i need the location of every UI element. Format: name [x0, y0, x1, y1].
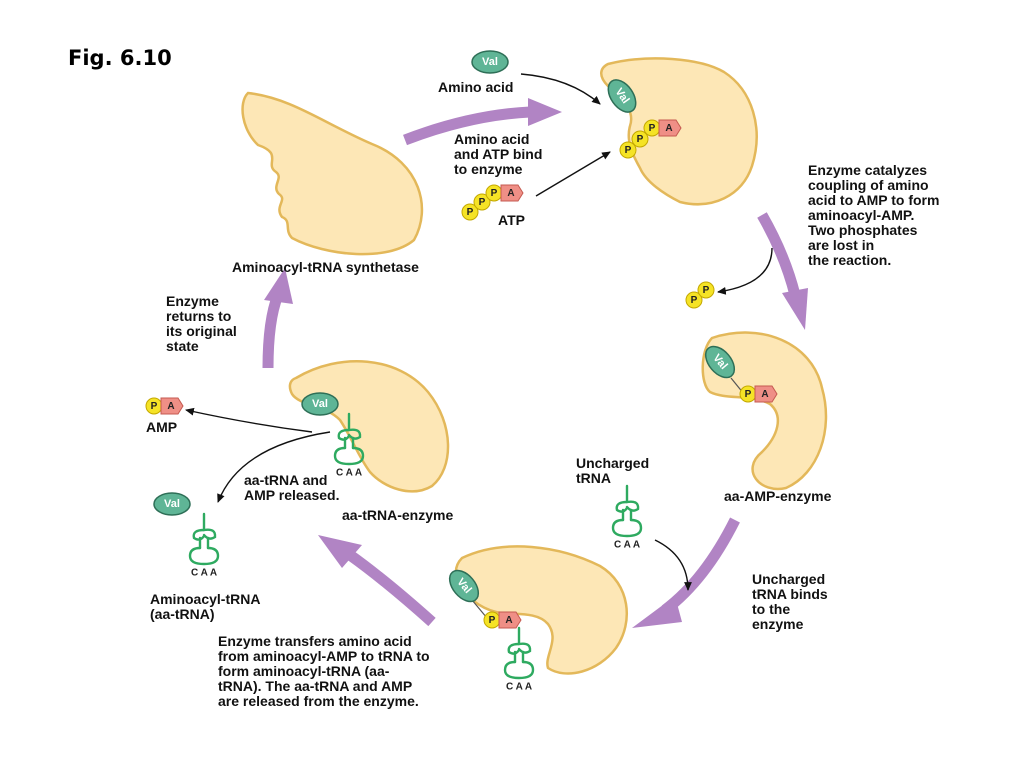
label-synthetase: Aminoacyl-tRNA synthetase [232, 259, 419, 275]
aa-amp-phosphate: P [739, 385, 757, 403]
bound-phosphate-3: P [643, 119, 661, 137]
transfer-adenosine: A [498, 611, 522, 629]
phosphate-label: P [703, 285, 710, 296]
label-uncharged-binds: Uncharged tRNA binds to the enzyme [752, 571, 828, 632]
uncharged-trna-molecule [611, 484, 643, 538]
bound-phosphate-2: P [631, 130, 649, 148]
adenosine-label: A [507, 188, 514, 199]
transfer-val-molecule: Val [448, 569, 480, 603]
aa-amp-adenosine: A [754, 385, 778, 403]
adenosine-label: A [665, 123, 672, 134]
atp-phosphate-2: P [473, 193, 491, 211]
bound-phosphate-1: P [619, 141, 637, 159]
label-amino-acid: Amino acid [438, 79, 514, 95]
anticodon-label: C A A [336, 468, 362, 479]
cycle-arrow-top [403, 98, 562, 146]
bound-val-molecule: Val [607, 79, 637, 113]
atp-adenosine: A [500, 184, 524, 202]
label-aminoacyl-trna: Aminoacyl-tRNA (aa-tRNA) [150, 591, 261, 622]
enzyme-free-shape [241, 91, 424, 256]
phosphate-label: P [467, 207, 474, 218]
phosphate-label: P [489, 615, 496, 626]
figure-title: Fig. 6.10 [68, 46, 172, 70]
transfer-trna-molecule [503, 626, 535, 680]
transfer-phosphate: P [483, 611, 501, 629]
released-amp-adenosine: A [160, 397, 184, 415]
phosphate-label: P [625, 145, 632, 156]
label-aa-trna-enzyme: aa-tRNA-enzyme [342, 507, 454, 523]
label-amp: AMP [146, 419, 178, 435]
cycle-arrow-left [262, 268, 293, 369]
anticodon-label: C A A [191, 568, 217, 579]
label-catalyzes: Enzyme catalyzes coupling of amino acid … [808, 162, 940, 268]
bound-adenosine: A [658, 119, 682, 137]
phosphate-label: P [691, 295, 698, 306]
adenosine-label: A [167, 401, 174, 412]
adenosine-label: A [505, 615, 512, 626]
released-phosphate-1: P [685, 291, 703, 309]
val-label: Val [312, 398, 328, 410]
anticodon-label: C A A [506, 682, 532, 693]
bond-aa-amp-2 [471, 599, 488, 619]
arrow-amino-acid-binds [520, 73, 601, 105]
phosphate-label: P [151, 401, 158, 412]
label-atp: ATP [498, 212, 525, 228]
arrow-pp-release [717, 247, 773, 295]
phosphate-label: P [745, 389, 752, 400]
phosphate-label: P [649, 123, 656, 134]
val-label: Val [482, 56, 498, 68]
label-amino-acid-atp-bind: Amino acid and ATP bind to enzyme [454, 131, 543, 177]
enzyme-trna-molecule [333, 412, 365, 466]
phosphate-label: P [491, 188, 498, 199]
val-label: Val [164, 498, 180, 510]
enzyme-transfer-shape [454, 545, 628, 675]
atp-phosphate-1: P [461, 203, 479, 221]
label-aa-amp-enzyme: aa-AMP-enzyme [724, 488, 832, 504]
label-transfers: Enzyme transfers amino acid from aminoac… [218, 633, 430, 709]
aa-amp-val-molecule: Val [704, 345, 736, 379]
released-val-molecule: Val [153, 492, 191, 516]
label-uncharged-trna: Uncharged tRNA [576, 455, 650, 486]
cycle-arrow-right [757, 212, 808, 330]
anticodon-label: C A A [614, 540, 640, 551]
phosphate-label: P [479, 197, 486, 208]
label-returns: Enzyme returns to its original state [166, 293, 237, 354]
phosphate-label: P [637, 134, 644, 145]
arrow-atp-binds [535, 151, 611, 197]
arrow-amp-release [185, 407, 313, 433]
cycle-arrow-bottom-right [632, 517, 740, 628]
released-phosphate-2: P [697, 281, 715, 299]
released-trna-molecule [188, 512, 220, 566]
adenosine-label: A [761, 389, 768, 400]
label-aa-trna-amp-released: aa-tRNA and AMP released. [244, 472, 340, 503]
atp-phosphate-3: P [485, 184, 503, 202]
enzyme-trna-val-molecule: Val [301, 392, 339, 416]
free-val-molecule: Val [471, 50, 509, 74]
arrow-aa-trna-release [217, 431, 331, 503]
cycle-arrow-bottom-left [318, 535, 436, 627]
arrow-trna-binding [654, 539, 692, 591]
released-amp-phosphate: P [145, 397, 163, 415]
